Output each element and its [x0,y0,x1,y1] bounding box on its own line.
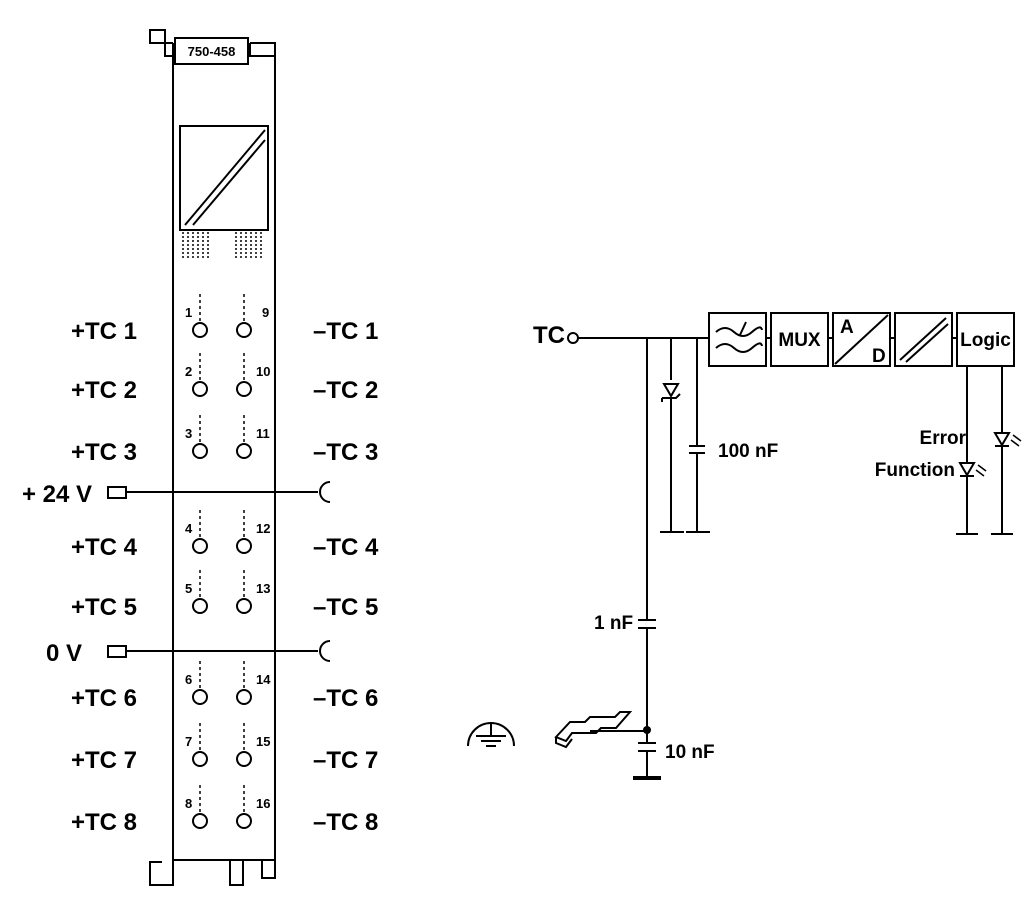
pin-number-7: 7 [185,734,192,749]
block-isolation [894,312,953,367]
mux-label: MUX [778,330,821,351]
led-error-label: Error [920,428,967,449]
label-minus-tc-5: –TC 5 [313,594,378,621]
block-mux [770,312,829,367]
supply-rail-0v [107,640,331,662]
label-minus-tc-6: –TC 6 [313,685,378,712]
label-plus-tc-8: +TC 8 [71,809,137,836]
isolation-symbol [179,125,269,231]
input-label-tc: TC [533,322,565,349]
led-error [991,366,1022,535]
pin-number-11: 11 [256,426,270,441]
cap-10nf-label: 10 nF [665,742,715,763]
label-plus-tc-7: +TC 7 [71,747,137,774]
pin-number-10: 10 [256,364,270,379]
channel-row-7 [192,723,252,767]
pin-number-4: 4 [185,521,193,536]
capacitor-100nf [686,338,710,533]
led-function-label: Function [875,460,955,481]
channel-row-4 [192,510,252,554]
label-0v: 0 V [46,640,82,667]
label-plus-tc-1: +TC 1 [71,318,137,345]
pin-number-8: 8 [185,796,192,811]
pin-number-13: 13 [256,581,270,596]
pin-number-12: 12 [256,521,270,536]
capacitor-1nf [638,338,656,734]
pin-number-14: 14 [256,672,271,687]
adc-label-a: A [840,317,854,338]
cap-100nf-label: 100 nF [718,441,778,462]
pin-number-3: 3 [185,426,192,441]
pin-number-15: 15 [256,734,270,749]
pin-number-16: 16 [256,796,270,811]
supply-rail-24v [107,481,331,503]
channel-row-3 [192,415,252,459]
module-pin-ticks [182,232,262,260]
label-minus-tc-2: –TC 2 [313,377,378,404]
adc-label-d: D [872,346,886,367]
pin-number-2: 2 [185,364,192,379]
module-feet [149,860,276,886]
led-function [956,366,987,535]
block-logic [956,312,1015,367]
ground-icon [467,722,515,747]
din-rail-icon [554,711,647,749]
channel-row-5 [192,570,252,614]
block-filter [708,312,767,367]
channel-row-2 [192,353,252,397]
pin-number-5: 5 [185,581,192,596]
zener-diode [660,338,684,533]
capacitor-10nf [633,730,661,780]
block-adc [832,312,891,367]
label-plus-tc-5: +TC 5 [71,594,137,621]
label-plus-tc-4: +TC 4 [71,534,138,561]
pin-number-1: 1 [185,305,192,320]
channel-row-6 [192,661,252,705]
label-minus-tc-7: –TC 7 [313,747,378,774]
pin-number-6: 6 [185,672,192,687]
cap-1nf-label: 1 nF [594,613,633,634]
label-minus-tc-4: –TC 4 [313,534,379,561]
input-terminal [567,332,579,344]
module-model-label: 750-458 [188,44,236,59]
label-minus-tc-8: –TC 8 [313,809,378,836]
channel-row-1 [192,294,252,338]
label-minus-tc-3: –TC 3 [313,439,378,466]
label-plus-tc-2: +TC 2 [71,377,137,404]
label-minus-tc-1: –TC 1 [313,318,378,345]
label-plus-tc-3: +TC 3 [71,439,137,466]
label-plus-tc-6: +TC 6 [71,685,137,712]
label-plus-24v: + 24 V [22,481,92,508]
logic-label: Logic [960,330,1011,351]
channel-row-8 [192,785,252,829]
pin-number-9: 9 [262,305,269,320]
